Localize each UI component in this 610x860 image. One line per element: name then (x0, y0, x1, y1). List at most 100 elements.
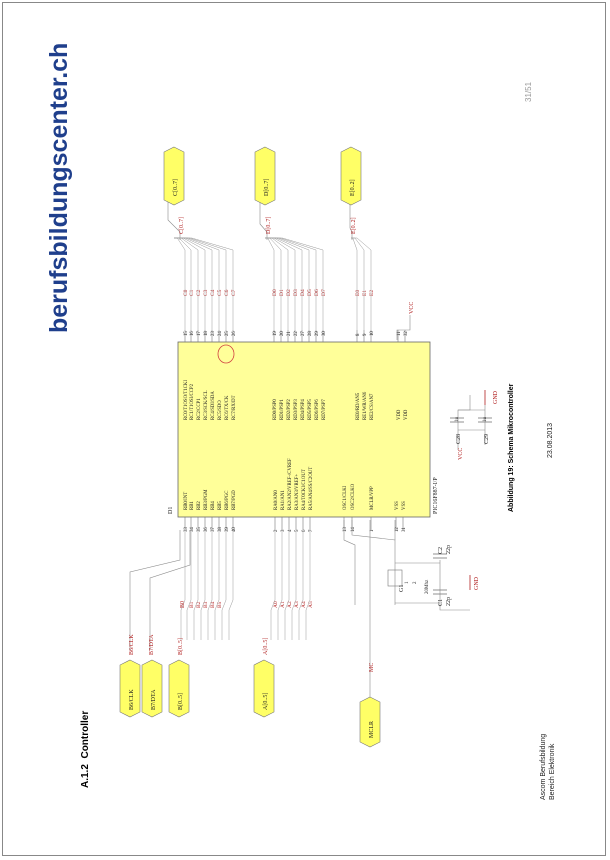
bus-label-c: C[0..7] (179, 217, 185, 234)
pin-number: 10 (370, 331, 375, 336)
pin-number: 30 (322, 331, 327, 336)
pin-name: RC6/TX/CK (225, 395, 230, 420)
pin-net: C1 (189, 289, 195, 296)
pin-name: RA0/AN0 (274, 490, 279, 510)
connector-b-bus-label: B[0..5] (178, 693, 184, 710)
pin-number: 35 (197, 527, 202, 532)
pin-net: B5 (217, 601, 223, 608)
pin-name: OSC2/CLKO (351, 483, 356, 510)
pin-net: C3 (203, 289, 209, 296)
wire-label-vcc-cap: VCC (458, 448, 464, 460)
pin-net: A0 (273, 601, 279, 608)
pin-name: RD1/PSP1 (280, 399, 285, 420)
bus-label-e: E[0..2] (351, 217, 357, 234)
pin-number: 7 (309, 529, 314, 532)
pin-name: RC2/CCP1 (197, 398, 202, 420)
chip-ref: D1 (168, 507, 174, 514)
connector-e-bus-label: E[0..2] (350, 179, 356, 196)
connector-d-bus-label: D[0..7] (264, 179, 270, 196)
connector-a-bus[interactable]: A[0..5] (253, 659, 275, 718)
bus-label-d: D[0..7] (266, 217, 272, 234)
pin-number: 9 (363, 333, 368, 336)
pin-net: B4 (210, 601, 216, 608)
pin-name: RA3/AN3/VREF+ (295, 474, 300, 510)
pin-number: 19 (273, 331, 278, 336)
cap-c28-value: 1u (455, 417, 460, 423)
pin-number: 5 (295, 529, 300, 532)
pin-net: C7 (231, 289, 237, 296)
pin-net: D3 (293, 289, 299, 296)
capacitor-c1: C1 22p (433, 589, 452, 606)
pin-number: 28 (308, 331, 313, 336)
wire-label-b7dta: B7/DTA (149, 634, 155, 655)
connector-mclr-label: MCLR (369, 721, 375, 738)
crystal-pin2: 2 (413, 581, 418, 584)
pin-name: RE1/WR/AN6 (363, 391, 368, 420)
pin-net: D6 (314, 289, 320, 296)
pin-name: RA1/AN1 (281, 490, 286, 510)
connector-b6clk[interactable]: B6/CLK (119, 659, 141, 718)
pin-number: 22 (294, 331, 299, 336)
connector-b7dta[interactable]: B7/DTA (141, 659, 163, 718)
crystal-ref: G1 (399, 585, 405, 592)
pin-name: MCLR/VPP (370, 486, 375, 510)
pin-net: E1 (362, 290, 368, 296)
pin-net: A3 (294, 601, 300, 608)
pin-number: 36 (204, 527, 209, 532)
pin-number: 38 (218, 527, 223, 532)
pin-net: A1 (280, 601, 286, 608)
pin-number: 27 (301, 331, 306, 336)
connector-mclr[interactable]: MCLR (359, 696, 381, 748)
pin-net: A5 (308, 601, 314, 608)
pin-net: B3 (203, 601, 209, 608)
connector-b-bus[interactable]: B[0..5] (168, 659, 190, 718)
pin-net: E2 (369, 290, 375, 296)
pin-number: 15 (184, 331, 189, 336)
pin-number: 18 (204, 331, 209, 336)
pin-name: RB7/PGD (232, 490, 237, 510)
bus-label-b: B[0..5] (178, 638, 184, 655)
pin-name: RB3/PGM (204, 489, 209, 510)
pin-net: A4 (301, 601, 307, 608)
connector-c-bus[interactable]: C[0..7] (163, 146, 185, 206)
pin-name: RB5 (218, 501, 223, 510)
pin-net: A2 (287, 601, 293, 608)
connector-c-bus-label: C[0..7] (173, 179, 179, 196)
pin-name: OSC1/CLKI (343, 485, 348, 510)
pin-net: D2 (286, 289, 292, 296)
pin-net: D4 (300, 289, 306, 296)
wire-label-mc: MC (369, 663, 375, 672)
pin-number: 23 (211, 331, 216, 336)
pin-net: C0 (183, 289, 189, 296)
connector-d-bus[interactable]: D[0..7] (254, 146, 276, 206)
gnd-osc-label: GND (474, 576, 480, 590)
pin-number: 24 (218, 331, 223, 336)
pin-name: RE0/RD/AN5 (356, 392, 361, 420)
chip-part: PIC16F887-I/P (433, 477, 439, 514)
pin-name: RD7/PSP7 (322, 399, 327, 420)
wires (129, 200, 486, 700)
pin-name: RD4/PSP4 (301, 399, 306, 420)
pin-name: RC5/SDO (218, 400, 223, 420)
pin-number: 39 (225, 527, 230, 532)
pin-name: RC4/SDI/SDA (211, 391, 216, 420)
connector-e-bus[interactable]: E[0..2] (340, 146, 362, 206)
gnd-osc: GND (469, 575, 480, 590)
pin-name: RD3/PSP3 (294, 399, 299, 420)
pin-name: RB1 (190, 501, 195, 510)
pin-number: 40 (232, 527, 237, 532)
wire-label-vcc-top: VCC (409, 302, 415, 314)
pin-net: D5 (307, 289, 313, 296)
pin-number: 17 (197, 331, 202, 336)
pin-name: RA5/AN4/SS/C2OUT (309, 467, 314, 510)
